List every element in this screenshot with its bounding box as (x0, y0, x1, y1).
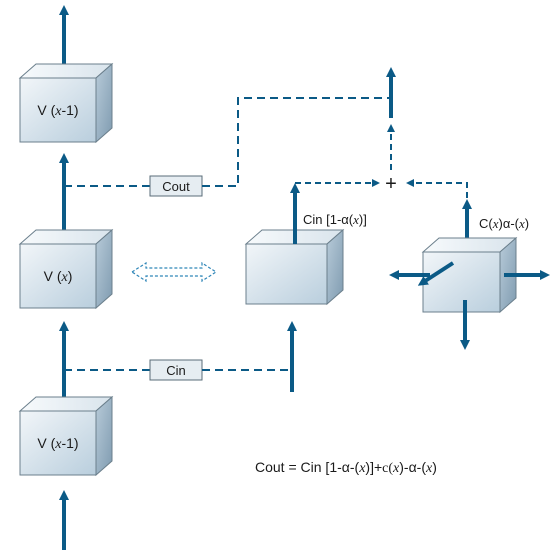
cin-box: Cin (149, 359, 203, 381)
cube-bottom: V (x-1) (18, 395, 114, 477)
sum-dash-from-right-cube (406, 179, 468, 208)
sum-plus-sign: + (385, 173, 397, 195)
cube-top-label: V (x-1) (37, 102, 78, 119)
cin-box-label: Cin (166, 363, 186, 378)
cout-box-label: Cout (162, 179, 190, 194)
cube-middle: V (x) (18, 228, 114, 310)
cube-middle-right (244, 228, 345, 306)
c-expression: C(x)α-(x) (479, 216, 529, 231)
cout-dash-path (202, 97, 391, 187)
cout-box: Cout (149, 175, 203, 197)
cube-middle-label: V (x) (44, 268, 73, 285)
arrow-right-cube-diagonal (417, 261, 455, 286)
exchange-double-arrow (130, 261, 218, 283)
cube-top: V (x-1) (18, 62, 114, 144)
cin-expression: Cin [1-α(x)] (303, 212, 367, 227)
cube-bottom-label: V (x-1) (37, 435, 78, 452)
balance-equation: Cout = Cin [1-α-(x)]+c(x)-α-(x) (255, 459, 437, 476)
cube-right (421, 236, 518, 314)
